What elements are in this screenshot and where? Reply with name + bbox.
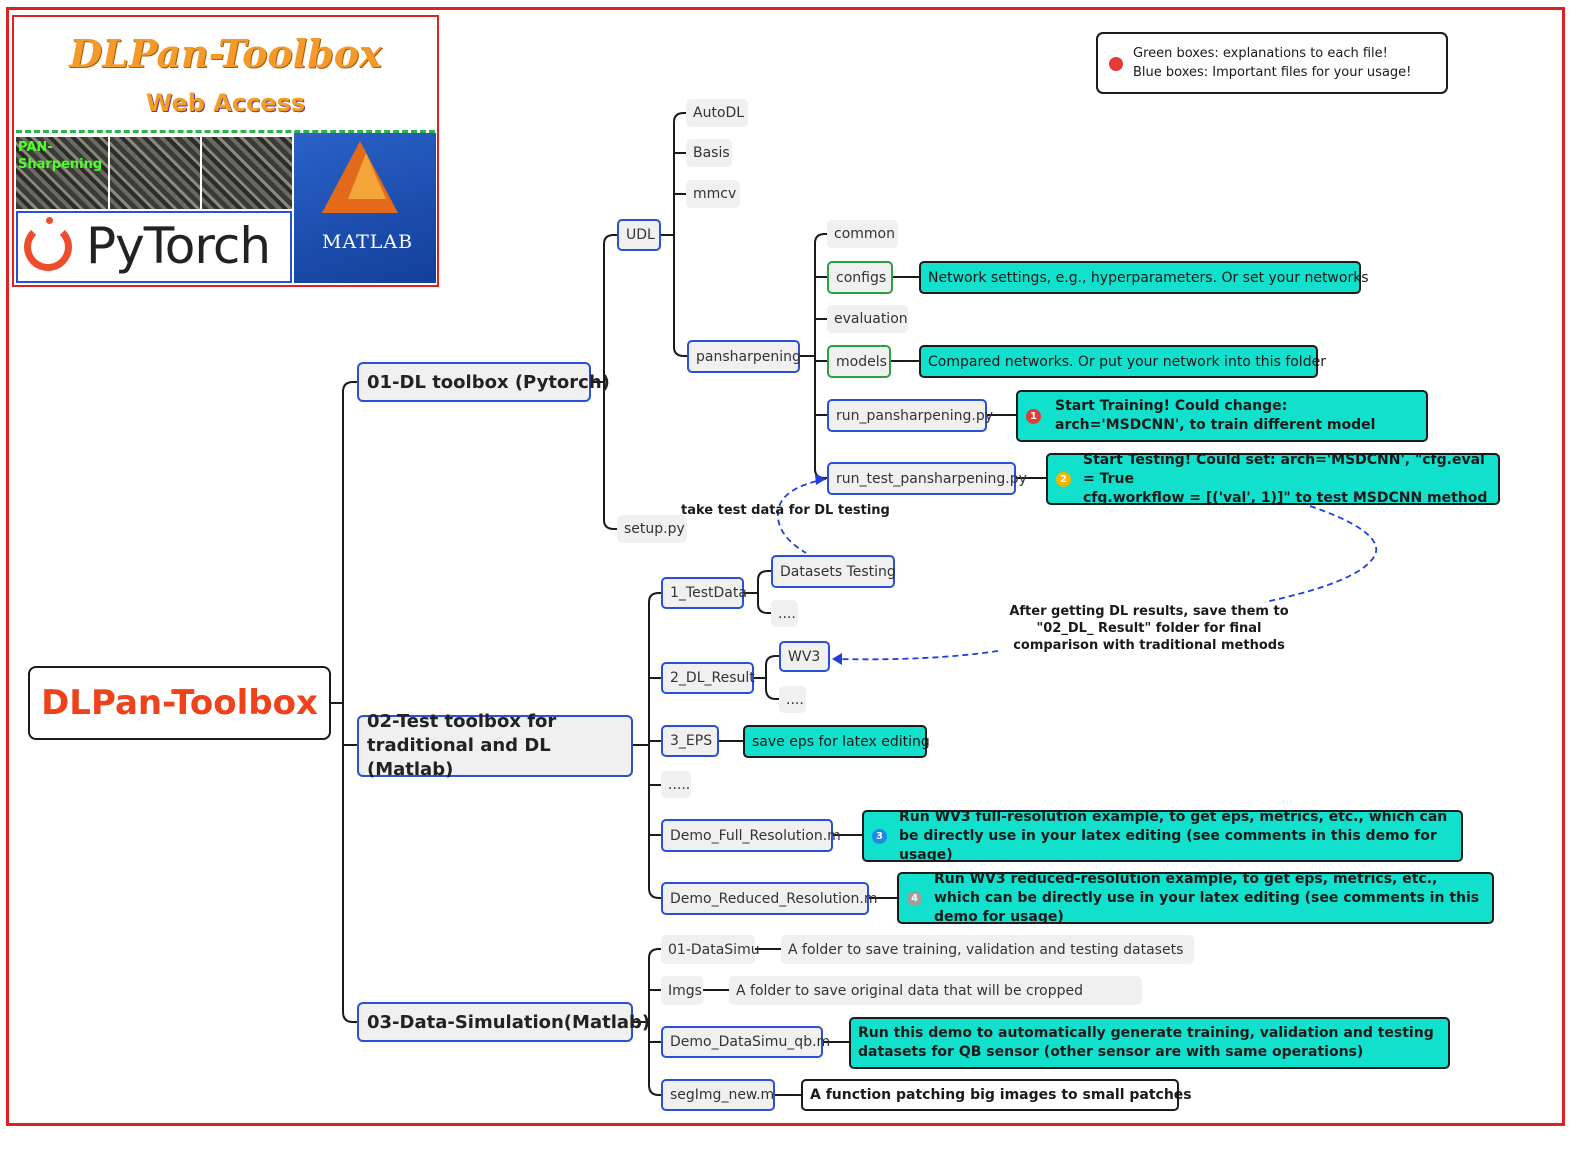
note-run-test-pansharpening: 2 Start Testing! Could set: arch='MSDCNN… xyxy=(1046,452,1500,506)
node-ellipsis-1[interactable]: .... xyxy=(771,600,798,627)
matlab-wordmark: MATLAB xyxy=(322,231,414,253)
logo-divider xyxy=(16,130,435,133)
note-demo-full-resolution: 3 Run WV3 full-resolution example, to ge… xyxy=(862,809,1463,863)
root-node[interactable]: DLPan-Toolbox xyxy=(28,666,331,740)
annotation-after-results: After getting DL results, save them to "… xyxy=(1009,604,1289,653)
node-common[interactable]: common xyxy=(827,220,898,248)
step-1-icon: 1 xyxy=(1026,408,1041,424)
satellite-image-1 xyxy=(16,137,108,209)
node-demo-full-resolution[interactable]: Demo_Full_Resolution.m xyxy=(661,819,841,852)
node-1-testdata[interactable]: 1_TestData xyxy=(661,577,747,609)
outer-frame xyxy=(6,7,1565,1126)
note-segimg-new: A function patching big images to small … xyxy=(801,1079,1192,1111)
note-run-pansharpening: 1 Start Training! Could change: arch='MS… xyxy=(1016,390,1428,442)
pytorch-logo: PyTorch xyxy=(16,211,292,283)
branch-dl-toolbox[interactable]: 01-DL toolbox (Pytorch) xyxy=(357,362,610,402)
node-ellipsis-3[interactable]: ..... xyxy=(661,771,691,798)
node-udl[interactable]: UDL xyxy=(617,219,661,251)
annotation-take-test-data: take test data for DL testing xyxy=(681,503,890,518)
legend-green-line: Green boxes: explanations to each file! xyxy=(1133,46,1388,61)
node-3-eps[interactable]: 3_EPS xyxy=(661,725,719,757)
node-demo-datasimu-qb[interactable]: Demo_DataSimu_qb.m xyxy=(661,1026,830,1058)
note-datasimu: A folder to save training, validation an… xyxy=(781,935,1194,964)
node-mmcv[interactable]: mmcv xyxy=(686,180,740,208)
node-configs[interactable]: configs xyxy=(827,261,893,294)
node-imgs[interactable]: Imgs xyxy=(661,976,703,1005)
node-run-pansharpening[interactable]: run_pansharpening.py xyxy=(827,399,993,432)
logo-title: DLPan-Toolbox xyxy=(69,31,382,76)
step-3-icon: 3 xyxy=(872,828,887,844)
node-2-dl-result[interactable]: 2_DL_Result xyxy=(661,662,755,694)
logo-subtitle: Web Access xyxy=(145,89,306,117)
pytorch-flame-icon xyxy=(24,223,72,271)
node-pansharpening[interactable]: pansharpening xyxy=(687,340,801,373)
node-segimg-new[interactable]: segImg_new.m xyxy=(661,1079,775,1111)
legend-blue-line: Blue boxes: Important files for your usa… xyxy=(1133,65,1412,80)
note-imgs: A folder to save original data that will… xyxy=(729,976,1142,1005)
satellite-image-2 xyxy=(110,137,200,209)
node-models[interactable]: models xyxy=(827,345,891,378)
pan-sharpening-label: PAN-Sharpening xyxy=(18,140,103,172)
flag-icon xyxy=(1109,57,1123,71)
note-models: Compared networks. Or put your network i… xyxy=(919,345,1326,378)
branch-data-simulation[interactable]: 03-Data-Simulation(Matlab) xyxy=(357,1002,650,1042)
node-ellipsis-2[interactable]: .... xyxy=(779,686,806,713)
satellite-image-3 xyxy=(202,137,292,209)
node-wv3[interactable]: WV3 xyxy=(779,641,830,672)
note-eps: save eps for latex editing xyxy=(743,725,930,758)
node-run-test-pansharpening[interactable]: run_test_pansharpening.py xyxy=(827,462,1027,495)
branch-test-toolbox[interactable]: 02-Test toolbox for traditional and DL (… xyxy=(357,711,633,780)
legend-box: Green boxes: explanations to each file! … xyxy=(1096,32,1448,94)
note-configs: Network settings, e.g., hyperparameters.… xyxy=(919,261,1369,294)
note-demo-reduced-resolution: 4 Run WV3 reduced-resolution example, to… xyxy=(897,871,1494,925)
matlab-logo: MATLAB xyxy=(294,133,436,283)
step-2-icon: 2 xyxy=(1056,471,1071,487)
pytorch-wordmark: PyTorch xyxy=(86,217,271,275)
node-01-datasimu[interactable]: 01-DataSimu xyxy=(661,935,760,964)
node-setup-py[interactable]: setup.py xyxy=(617,515,687,543)
step-4-icon: 4 xyxy=(907,890,922,906)
node-autodl[interactable]: AutoDL xyxy=(686,99,748,127)
node-evaluation[interactable]: evaluation xyxy=(827,305,908,333)
node-basis[interactable]: Basis xyxy=(686,139,732,167)
note-demo-datasimu-qb: Run this demo to automatically generate … xyxy=(849,1017,1450,1069)
node-datasets-testing[interactable]: Datasets Testing xyxy=(771,555,896,588)
logo-banner: DLPan-Toolbox Web Access PAN-Sharpening … xyxy=(12,15,439,287)
node-demo-reduced-resolution[interactable]: Demo_Reduced_Resolution.m xyxy=(661,882,878,915)
